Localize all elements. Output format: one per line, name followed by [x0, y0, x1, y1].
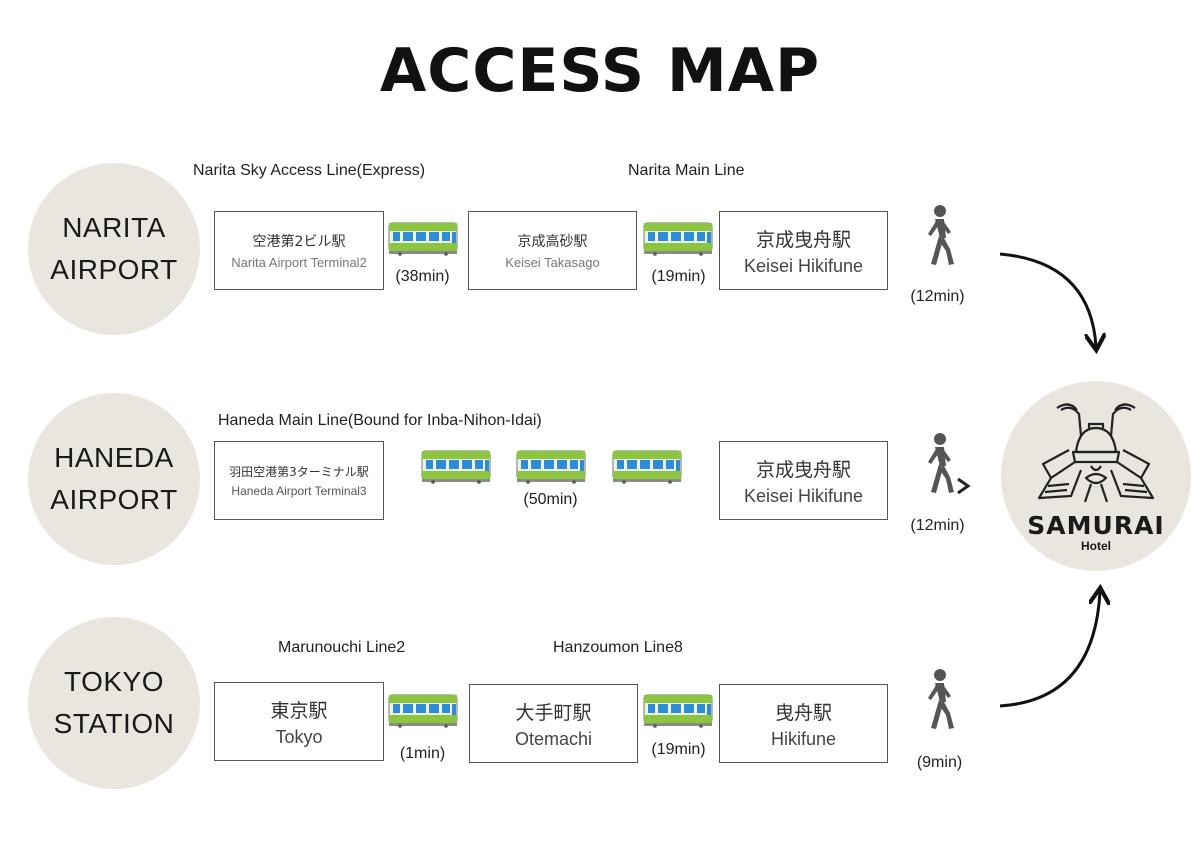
travel-time: (19min): [651, 268, 706, 285]
station-name-en: Keisei Hikifune: [743, 485, 864, 506]
origin-haneda-airport: HANEDA AIRPORT: [28, 393, 200, 565]
line-label-narita-sky-access: Narita Sky Access Line(Express): [193, 162, 426, 179]
origin-label: TOKYO STATION: [53, 666, 175, 739]
chevron-right-icon: [957, 477, 971, 495]
station-name-jp: 大手町駅: [515, 701, 592, 724]
page-title: ACCESS MAP: [379, 36, 821, 106]
samurai-helmet-icon: [1037, 403, 1155, 503]
travel-time: (1min): [399, 745, 446, 762]
station-name-jp: 羽田空港第3ターミナル駅: [229, 465, 369, 479]
station-name-jp: 東京駅: [270, 699, 328, 722]
station-keisei-takasago: 京成高砂駅 Keisei Takasago: [468, 211, 637, 290]
station-name-en: Haneda Airport Terminal3: [231, 484, 367, 498]
line-label-marunouchi: Marunouchi Line2: [278, 639, 406, 656]
station-name-en: Narita Airport Terminal2: [231, 255, 367, 270]
travel-time: (50min): [523, 491, 578, 508]
walk-time: (9min): [916, 754, 963, 771]
station-keisei-hikifune: 京成曳舟駅 Keisei Hikifune: [719, 441, 888, 520]
line-label-hanzoumon: Hanzoumon Line8: [553, 639, 683, 656]
line-label-narita-main: Narita Main Line: [628, 162, 745, 179]
station-name-jp: 京成高砂駅: [517, 234, 588, 250]
station-name-jp: 京成曳舟駅: [755, 228, 851, 251]
station-narita-terminal2: 空港第2ビル駅 Narita Airport Terminal2: [214, 211, 384, 290]
station-name-jp: 京成曳舟駅: [755, 458, 851, 481]
arrow-up-to-hotel: [999, 592, 1100, 708]
hotel-destination: [1001, 381, 1191, 571]
travel-time: (19min): [651, 741, 706, 758]
line-label-haneda-main: Haneda Main Line(Bound for Inba-Nihon-Id…: [218, 412, 542, 429]
station-haneda-terminal3: 羽田空港第3ターミナル駅 Haneda Airport Terminal3: [214, 441, 384, 520]
origin-label: HANEDA AIRPORT: [50, 442, 178, 515]
arrow-down-to-hotel: [999, 252, 1096, 346]
origin-narita-airport: NARITA AIRPORT: [28, 163, 200, 335]
station-name-en: Tokyo: [275, 726, 323, 747]
walk-time: (12min): [910, 517, 965, 534]
station-hikifune: 曳舟駅 Hikifune: [719, 684, 888, 763]
hotel-subtitle: Hotel: [1081, 539, 1111, 553]
origin-label: NARITA AIRPORT: [50, 212, 178, 285]
travel-time: (38min): [395, 268, 450, 285]
station-tokyo: 東京駅 Tokyo: [214, 682, 384, 761]
station-name-en: Keisei Hikifune: [743, 255, 864, 276]
hotel-name: SAMURAI: [1027, 511, 1165, 540]
walk-time: (12min): [910, 288, 965, 305]
station-name-jp: 曳舟駅: [774, 701, 832, 724]
origin-tokyo-station: TOKYO STATION: [28, 617, 200, 789]
station-name-en: Otemachi: [514, 728, 593, 749]
station-name-en: Hikifune: [770, 728, 837, 749]
station-name-en: Keisei Takasago: [505, 255, 600, 270]
station-keisei-hikifune: 京成曳舟駅 Keisei Hikifune: [719, 211, 888, 290]
station-name-jp: 空港第2ビル駅: [252, 234, 346, 250]
station-otemachi: 大手町駅 Otemachi: [469, 684, 638, 763]
